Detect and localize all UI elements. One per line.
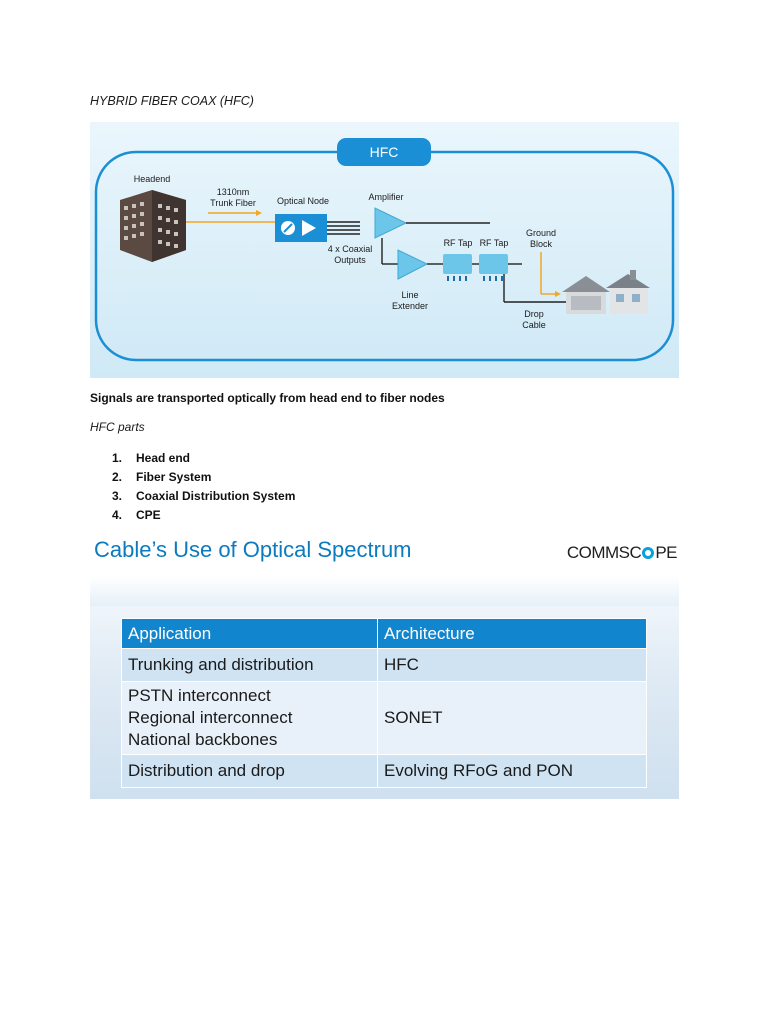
list-number: 4. <box>112 508 123 522</box>
parts-list: 1. Head end 2. Fiber System 3. Coaxial Dist… <box>112 449 295 525</box>
cell-line: National backbones <box>128 730 278 749</box>
parts-heading: HFC parts <box>90 420 145 434</box>
col-header-application: Application <box>121 618 378 649</box>
headend-label: Headend <box>133 174 171 184</box>
rf-tap-1-label: RF Tap <box>443 238 473 248</box>
architecture-table: Application Architecture Trunking and di… <box>121 618 647 788</box>
list-item: 1. Head end <box>112 449 295 468</box>
hfc-diagram-graphic <box>94 138 675 362</box>
cell-line: Distribution and drop <box>128 761 285 780</box>
slide-title: Cable’s Use of Optical Spectrum <box>94 537 412 562</box>
logo-text-right: PE <box>655 543 677 562</box>
coax-label-line2: Outputs <box>334 255 366 265</box>
table-header-row: Application Architecture <box>121 618 647 649</box>
trunk-label-line1: 1310nm <box>216 187 250 197</box>
amplifier-icon <box>374 207 408 239</box>
section-heading: HYBRID FIBER COAX (HFC) <box>90 94 254 108</box>
ground-label-line1: Ground <box>525 228 557 238</box>
ground-block-label: Ground Block <box>518 228 564 250</box>
list-label: Fiber System <box>136 470 212 484</box>
cell-line: Regional interconnect <box>128 708 293 727</box>
list-number: 1. <box>112 451 123 465</box>
drop-label-line2: Cable <box>522 320 546 330</box>
list-label: CPE <box>136 508 161 522</box>
hfc-diagram: HFC Headend 1310nm Trunk Fiber Optical N… <box>90 122 679 378</box>
table-row: Trunking and distribution HFC <box>121 648 647 682</box>
list-number: 2. <box>112 470 123 484</box>
trunk-label-line2: Trunk Fiber <box>210 198 256 208</box>
cell-application: Distribution and drop <box>121 754 378 788</box>
slide-wave <box>90 576 679 606</box>
amplifier-label: Amplifier <box>368 192 404 202</box>
rf-tap-2-icon <box>479 254 508 274</box>
cell-architecture: Evolving RFoG and PON <box>377 754 647 788</box>
list-number: 3. <box>112 489 123 503</box>
cell-application: Trunking and distribution <box>121 648 378 682</box>
trunk-fiber-label: 1310nm Trunk Fiber <box>198 187 268 209</box>
line-extender-label: Line Extender <box>384 290 436 312</box>
table-row: PSTN interconnect Regional interconnect … <box>121 681 647 755</box>
commscope-logo: COMMSC PE <box>566 543 678 563</box>
trunk-arrow-icon <box>256 210 262 216</box>
list-item: 2. Fiber System <box>112 468 295 487</box>
slide-header: Cable’s Use of Optical Spectrum COMMSC PE <box>90 532 679 576</box>
logo-text-left: COMMSC <box>566 543 642 562</box>
house-icon <box>562 270 650 314</box>
commscope-slide: Cable’s Use of Optical Spectrum COMMSC PE… <box>90 532 679 799</box>
cell-line: PSTN interconnect <box>128 686 271 705</box>
list-label: Head end <box>136 451 191 465</box>
cell-architecture: SONET <box>377 681 647 755</box>
hfc-badge-label: HFC <box>369 144 399 160</box>
line-ext-label-line2: Extender <box>391 301 429 311</box>
drop-label-line1: Drop <box>524 309 544 319</box>
line-ext-label-line1: Line <box>401 290 419 300</box>
list-label: Coaxial Distribution System <box>136 489 296 503</box>
signals-text: Signals are transported optically from h… <box>90 391 445 405</box>
rf-tap-1-icon <box>443 254 472 274</box>
hfc-frame <box>94 150 675 362</box>
cell-application: PSTN interconnect Regional interconnect … <box>121 681 378 755</box>
table-row: Distribution and drop Evolving RFoG and … <box>121 754 647 788</box>
col-header-architecture: Architecture <box>377 618 647 649</box>
ground-label-line2: Block <box>529 239 552 249</box>
list-item: 3. Coaxial Distribution System <box>112 487 295 506</box>
cell-architecture: HFC <box>377 648 647 682</box>
hfc-badge <box>337 138 431 166</box>
headend-building-icon <box>120 190 186 262</box>
coax-outputs-label: 4 x Coaxial Outputs <box>320 244 380 266</box>
line-extender-icon <box>397 249 429 280</box>
cell-line: Trunking and distribution <box>128 655 314 674</box>
logo-o-icon <box>642 547 655 559</box>
coax-label-line1: 4 x Coaxial <box>327 244 373 254</box>
rf-tap-2-label: RF Tap <box>479 238 509 248</box>
optical-node-label: Optical Node <box>276 196 330 206</box>
list-item: 4. CPE <box>112 506 295 525</box>
drop-cable-label: Drop Cable <box>514 309 554 331</box>
